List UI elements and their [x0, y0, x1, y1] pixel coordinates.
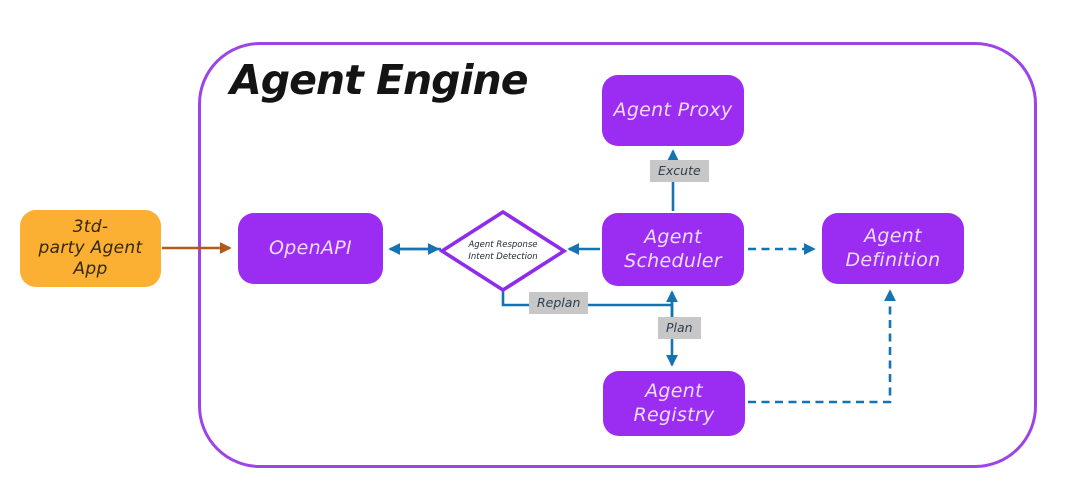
edge-registry-to-definition [748, 289, 896, 404]
node-openapi-label: OpenAPI [269, 236, 352, 259]
edge-label-execute: Excute [650, 160, 709, 182]
agent-engine-container [198, 42, 1037, 468]
node-agent-registry-label: Agent Registry [633, 379, 715, 426]
diagram-title: Agent Engine [230, 56, 529, 104]
node-third-party-app-label: 3td- party Agent App [38, 216, 143, 280]
intent-detection-diamond [438, 209, 568, 293]
node-intent-detection-label: Agent Response Intent Detection [468, 239, 538, 262]
node-agent-proxy-label: Agent Proxy [613, 98, 733, 121]
node-third-party-app: 3td- party Agent App [20, 210, 161, 287]
node-agent-scheduler-label: Agent Scheduler [624, 225, 722, 272]
node-agent-scheduler: Agent Scheduler [602, 213, 744, 286]
node-openapi: OpenAPI [238, 213, 383, 284]
edge-label-plan: Plan [658, 317, 701, 339]
edge-label-replan: Replan [529, 292, 589, 314]
edge-diamond-replan [501, 289, 673, 307]
node-agent-definition: Agent Definition [822, 213, 964, 284]
node-agent-definition-label: Agent Definition [845, 224, 941, 271]
node-agent-proxy: Agent Proxy [602, 75, 744, 146]
node-agent-registry: Agent Registry [603, 371, 745, 436]
